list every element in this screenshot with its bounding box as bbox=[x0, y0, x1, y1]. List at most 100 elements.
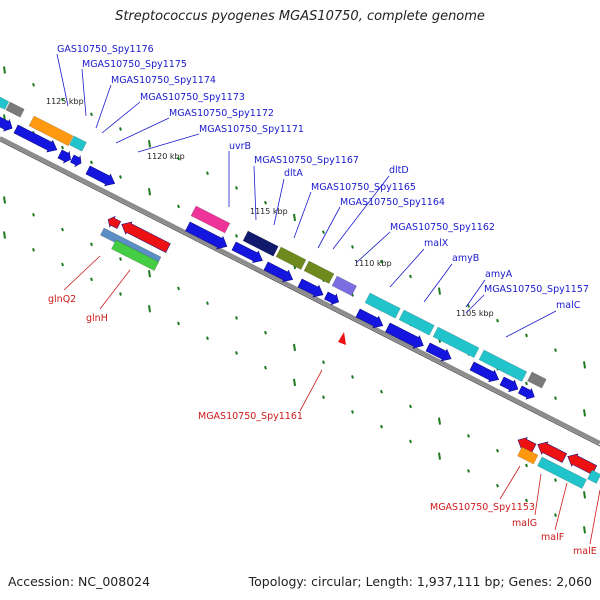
tick-top-far bbox=[380, 259, 383, 264]
arrow-fwd-4-shape bbox=[70, 154, 82, 168]
arrow-rev-4 bbox=[537, 441, 568, 463]
leader-line bbox=[299, 369, 323, 412]
arrow-fwd-3 bbox=[57, 149, 71, 164]
tick-bottom-far bbox=[148, 305, 151, 313]
tick-top-far bbox=[293, 213, 296, 222]
origin-marker bbox=[338, 332, 346, 345]
tick-top-far bbox=[235, 186, 238, 190]
leader-line bbox=[95, 84, 112, 129]
feature-cyan-f-shape bbox=[537, 456, 587, 489]
genome-backbone bbox=[0, 136, 600, 445]
leader-line bbox=[317, 206, 341, 249]
tick-bottom-far bbox=[235, 351, 238, 355]
arrow-fwd-6-shape bbox=[185, 221, 228, 250]
arrow-fwd-16 bbox=[518, 385, 535, 400]
tick-top-far bbox=[206, 171, 209, 176]
arrow-fwd-12 bbox=[385, 322, 424, 349]
tick-bottom-near bbox=[322, 360, 325, 365]
gene-label-spy1157: MGAS10750_Spy1157 bbox=[484, 284, 589, 295]
tick-bottom-far bbox=[32, 247, 35, 252]
tick-top-near bbox=[90, 160, 93, 165]
tick-bottom-far bbox=[525, 498, 528, 503]
gene-label-dlta: dltA bbox=[284, 168, 303, 179]
genome-title: Streptococcus pyogenes MGAS10750, comple… bbox=[115, 9, 485, 24]
tick-bottom-far bbox=[467, 469, 470, 473]
tick-top-far bbox=[177, 156, 180, 161]
leader-line bbox=[273, 178, 285, 226]
gene-features bbox=[0, 96, 600, 489]
leader-line bbox=[63, 255, 101, 291]
tick-top-far bbox=[148, 140, 151, 148]
tick-top-far bbox=[351, 245, 354, 249]
feature-cyan-b bbox=[364, 292, 401, 319]
tick-bottom-near bbox=[235, 316, 238, 320]
gene-label-spy1176: GAS10750_Spy1176 bbox=[57, 44, 154, 55]
tick-bottom-far bbox=[496, 483, 499, 488]
leader-line bbox=[389, 248, 425, 288]
arrow-fwd-3-shape bbox=[57, 149, 71, 164]
feature-lavender bbox=[331, 275, 357, 297]
gene-label-dltd: dltD bbox=[389, 165, 409, 176]
gene-label-spy1173: MGAS10750_Spy1173 bbox=[140, 92, 245, 103]
feature-olive-b bbox=[303, 260, 335, 284]
accession-text: Accession: NC_008024 bbox=[8, 574, 151, 589]
feature-olive-b-shape bbox=[303, 260, 335, 284]
tick-bottom-far bbox=[351, 410, 354, 414]
feature-cyan-f bbox=[537, 456, 587, 489]
tick-bottom-far bbox=[119, 292, 122, 296]
tick-top-far bbox=[583, 361, 586, 369]
arrow-fwd-5-shape bbox=[85, 165, 116, 187]
gene-label-malx: malX bbox=[424, 238, 449, 249]
tick-top-far bbox=[3, 66, 6, 74]
tick-bottom-near bbox=[32, 212, 35, 217]
gene-label-malg: malG bbox=[512, 518, 537, 529]
arrow-fwd-8-shape bbox=[263, 261, 294, 283]
leader-line bbox=[465, 294, 485, 314]
tick-bottom-far bbox=[90, 277, 93, 282]
arrow-fwd-10-shape bbox=[324, 291, 339, 306]
leader-line bbox=[137, 133, 200, 153]
leader-line bbox=[332, 175, 390, 250]
tick-bottom-near bbox=[177, 286, 180, 291]
kbp-label-1110: 1110 kbp bbox=[354, 259, 392, 268]
genome-backbone-shadow bbox=[0, 140, 600, 447]
tick-bottom-near bbox=[293, 343, 296, 352]
gene-label-glnh: glnH bbox=[86, 313, 108, 324]
leader-line bbox=[293, 191, 312, 239]
arrow-fwd-1-shape bbox=[0, 116, 13, 132]
tick-bottom-near bbox=[583, 491, 586, 499]
leader-line bbox=[499, 465, 521, 500]
tick-bottom-far bbox=[438, 452, 441, 460]
feature-cyan-start-shape bbox=[0, 96, 10, 110]
tick-bottom-near bbox=[90, 242, 93, 247]
gene-label-malc: malC bbox=[556, 300, 581, 311]
leader-line bbox=[56, 53, 69, 107]
feature-magenta bbox=[190, 205, 231, 234]
arrow-fwd-14-shape bbox=[469, 361, 500, 383]
tick-top-near bbox=[554, 396, 557, 400]
tick-bottom-near bbox=[467, 434, 470, 438]
tick-top-far bbox=[61, 97, 64, 102]
tick-marks bbox=[3, 66, 586, 534]
arrow-fwd-2 bbox=[13, 124, 58, 153]
tick-bottom-far bbox=[177, 321, 180, 326]
tick-top-far bbox=[32, 82, 35, 87]
leader-line bbox=[355, 231, 391, 264]
feature-orange-b bbox=[517, 446, 539, 465]
tick-bottom-far bbox=[409, 439, 412, 444]
kbp-label-1120: 1120 kbp bbox=[147, 152, 185, 161]
feature-cyan-e bbox=[478, 349, 528, 382]
feature-cyan-b-shape bbox=[364, 292, 401, 319]
arrow-fwd-15 bbox=[499, 376, 519, 393]
feature-olive-a bbox=[275, 246, 307, 270]
tick-top-far bbox=[409, 274, 412, 279]
arrow-fwd-10 bbox=[324, 291, 339, 306]
tick-top-far bbox=[322, 230, 325, 235]
feature-cyan-d bbox=[432, 326, 480, 358]
label-leaders bbox=[56, 53, 600, 545]
gene-label-spy1171: MGAS10750_Spy1171 bbox=[199, 124, 304, 135]
leader-line bbox=[554, 482, 568, 531]
feature-orange bbox=[28, 115, 74, 147]
arrow-fwd-12-shape bbox=[385, 322, 424, 349]
